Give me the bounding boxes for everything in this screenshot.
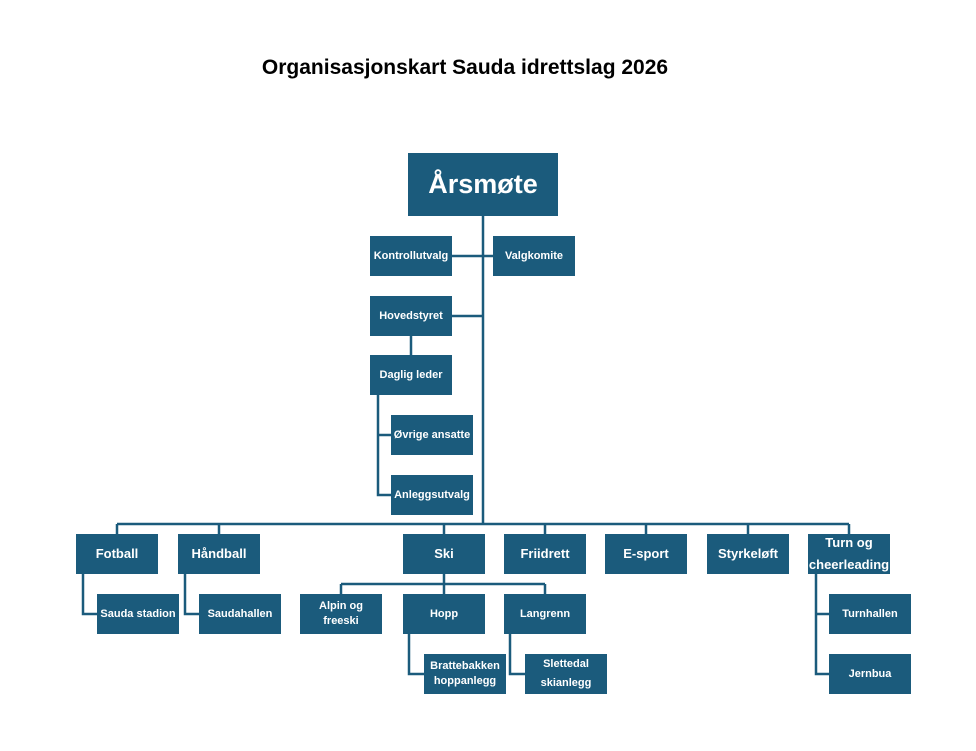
division-bus (115, 522, 851, 534)
node-langrenn: Langrenn (504, 594, 586, 634)
fotball-line (81, 574, 97, 616)
node-arsmote: Årsmøte (408, 153, 558, 216)
chart-title: Organisasjonskart Sauda idrettslag 2026 (261, 56, 669, 79)
node-styrkeloft: Styrkeløft (707, 534, 789, 574)
turn-line (814, 574, 829, 676)
node-turn: Turn og cheerleading (808, 534, 890, 574)
node-ski: Ski (403, 534, 485, 574)
node-valgkomite: Valgkomite (493, 236, 575, 276)
node-daglig-leder: Daglig leder (370, 355, 452, 395)
hopp-line (407, 634, 424, 676)
node-jernbua: Jernbua (829, 654, 911, 694)
node-turnhallen: Turnhallen (829, 594, 911, 634)
node-kontrollutvalg: Kontrollutvalg (370, 236, 452, 276)
node-alpin: Alpin og freeski (300, 594, 382, 634)
node-fotball: Fotball (76, 534, 158, 574)
handball-line (183, 574, 199, 616)
node-sauda-stadion: Sauda stadion (97, 594, 179, 634)
node-handball: Håndball (178, 534, 260, 574)
node-anleggsutvalg: Anleggsutvalg (391, 475, 473, 515)
node-brattebakken: Brattebakken hoppanlegg (424, 654, 506, 694)
ski-bus (339, 574, 547, 594)
node-ovrige-ansatte: Øvrige ansatte (391, 415, 473, 455)
node-saudahallen: Saudahallen (199, 594, 281, 634)
node-hovedstyret: Hovedstyret (370, 296, 452, 336)
daglig-line (376, 395, 391, 497)
node-friidrett: Friidrett (504, 534, 586, 574)
node-hopp: Hopp (403, 594, 485, 634)
langrenn-line (508, 634, 525, 676)
node-esport: E-sport (605, 534, 687, 574)
node-slettedal: Slettedal skianlegg (525, 654, 607, 694)
